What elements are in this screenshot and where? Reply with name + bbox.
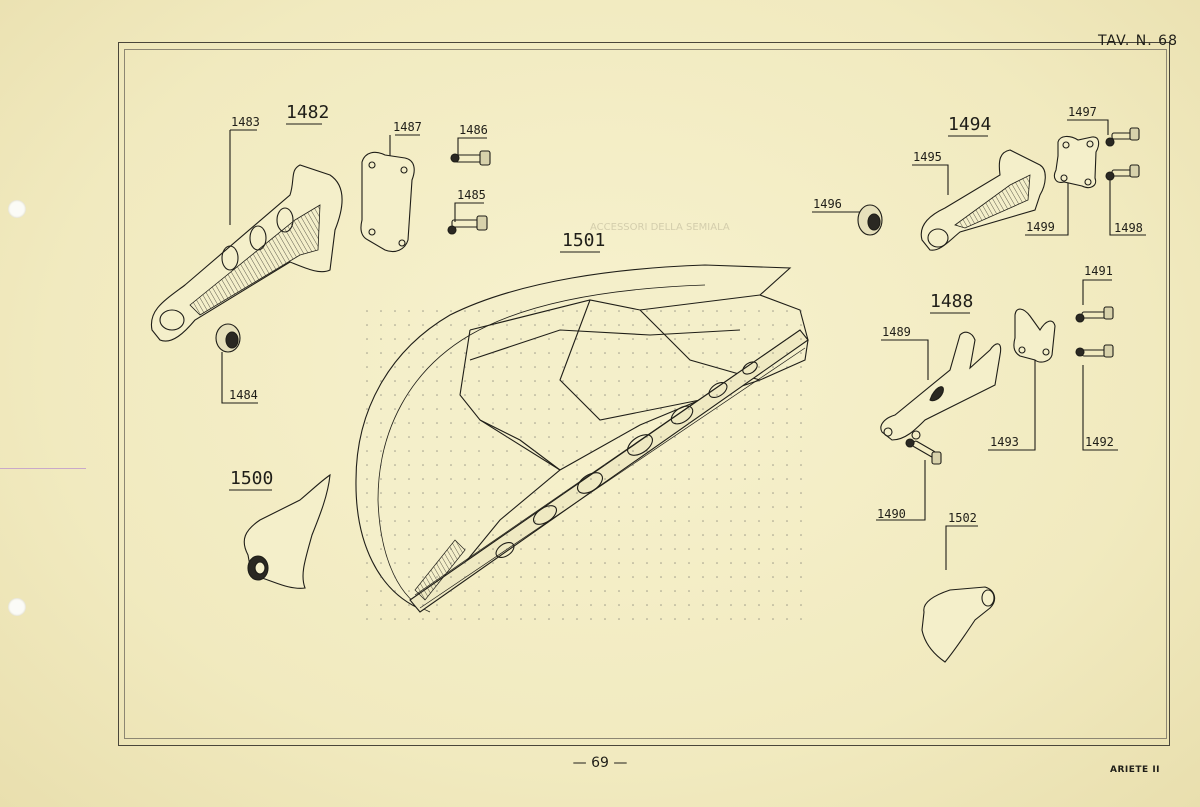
punch-hole-bottom [8,598,26,616]
callout-1502: 1502 [948,511,977,525]
callout-1484: 1484 [229,388,258,402]
drawing-frame-inner [124,49,1167,739]
bolt-1492 [1075,344,1114,358]
callout-1488: 1488 [930,291,974,312]
callout-1497: 1497 [1068,105,1097,119]
margin-mark [0,468,86,469]
bolt-1491 [1075,306,1114,323]
callout-1487: 1487 [393,120,422,134]
wing-tip-1501 [355,264,810,620]
callout-1482: 1482 [286,102,330,123]
bolt-1490 [905,438,942,465]
bolt-1497 [1105,127,1140,147]
model-name: ARIETE II [1110,765,1161,775]
callout-1490: 1490 [877,507,906,521]
callout-1486: 1486 [459,123,488,137]
punch-hole-top [8,200,26,218]
sheet-reference: TAV. N. 68 [1097,33,1178,49]
bolt-1485 [447,215,488,235]
page-number: — 69 — [572,755,628,771]
callout-1492: 1492 [1085,435,1114,449]
callout-1494: 1494 [948,114,992,135]
callout-1499: 1499 [1026,220,1055,234]
callout-1498: 1498 [1114,221,1143,235]
callout-1489: 1489 [882,325,911,339]
callout-1485: 1485 [457,188,486,202]
callout-1495: 1495 [913,150,942,164]
callout-1496: 1496 [813,197,842,211]
drawing-frame [118,42,1170,746]
callout-1491: 1491 [1084,264,1113,278]
show-through-text: ACCESSORI DELLA SEMIALA [590,222,730,233]
callout-1493: 1493 [990,435,1019,449]
bolt-1486 [450,150,491,166]
callout-1483: 1483 [231,115,260,129]
bolt-1498 [1105,164,1140,181]
callout-1501: 1501 [562,230,606,251]
callout-1500: 1500 [230,468,274,489]
